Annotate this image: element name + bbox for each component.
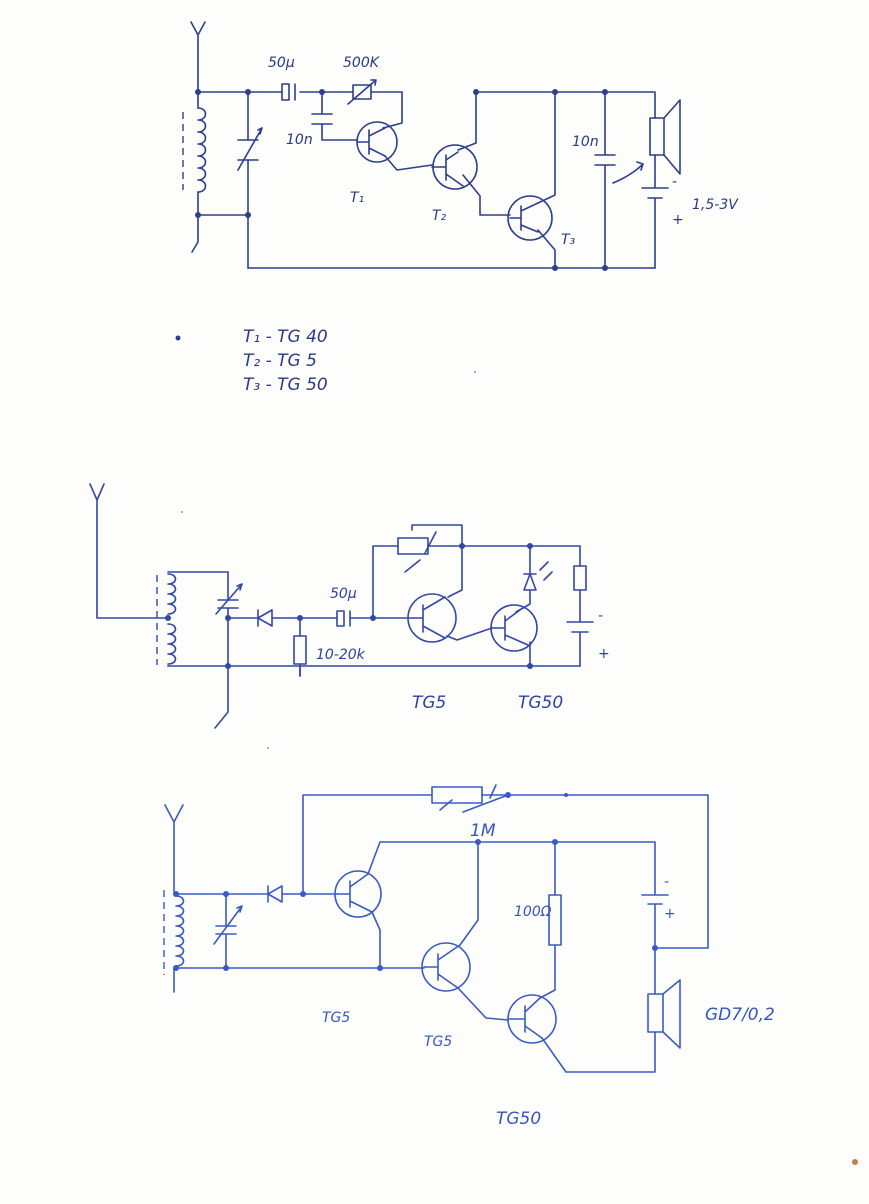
transistor-q3-c3 [507, 994, 557, 1044]
capacitor-50u [281, 83, 296, 101]
label-battery-minus: - [672, 174, 677, 190]
label-q1: TG5 [412, 693, 446, 713]
circuit-3-junctions [173, 792, 658, 971]
transistor-q2-c3 [421, 942, 471, 992]
circuit-1: 50µ 500K 10n 10n - + 1,5-3V T₁ T₂ T₃ T₁ … [175, 21, 739, 395]
label-cap-10n-a: 10n [286, 132, 313, 148]
circuit-1-wires [190, 21, 681, 269]
label-t1: T₁ [350, 190, 364, 206]
label-q3: TG50 [496, 1109, 541, 1129]
label-cap-50u: 50µ [330, 586, 357, 602]
label-plus: + [664, 906, 676, 922]
transistor-q2-c2 [490, 604, 538, 652]
circuit-2-junctions [165, 543, 533, 669]
label-minus: - [664, 874, 669, 890]
label-q1: TG5 [322, 1010, 350, 1026]
label-t2: T₂ [432, 208, 447, 224]
resistor-500k [347, 79, 377, 105]
transistor-t3 [507, 195, 553, 241]
parts-list-item: T₃ - TG 50 [243, 375, 328, 395]
label-cap-10n-b: 10n [572, 134, 599, 150]
circuit-3-wires [164, 784, 709, 1073]
paper-marks [181, 371, 858, 1165]
label-minus: - [598, 608, 603, 624]
circuit-2: 50µ 10-20k - + TG5 TG50 [89, 483, 610, 729]
bullet-dot [175, 335, 181, 341]
label-t3: T₃ [561, 232, 576, 248]
label-res-500k: 500K [343, 55, 381, 71]
label-battery-plus: + [672, 212, 684, 228]
parts-list-item: T₂ - TG 5 [243, 351, 317, 371]
label-res-100: 100Ω [514, 904, 552, 920]
label-res: 10-20k [316, 647, 366, 663]
transistor-q1-c2 [407, 593, 457, 643]
label-res-1m: 1M [470, 821, 496, 841]
circuit-2-wires [89, 483, 594, 729]
label-speaker: GD7/0,2 [705, 1005, 775, 1025]
label-battery-voltage: 1,5-3V [692, 197, 739, 213]
label-plus: + [598, 646, 610, 662]
transistor-q1-c3 [334, 870, 382, 918]
label-q2: TG50 [518, 693, 563, 713]
label-q2: TG5 [424, 1034, 452, 1050]
label-cap-50u: 50µ [268, 55, 295, 71]
transistor-t2 [431, 144, 478, 190]
parts-list-item: T₁ - TG 40 [243, 327, 328, 347]
parts-list: T₁ - TG 40 T₂ - TG 5 T₃ - TG 50 [243, 327, 328, 395]
transistor-t1 [356, 121, 398, 163]
circuit-1-junctions [195, 89, 608, 271]
circuit-3: 1M 100Ω - + GD7/0,2 TG5 TG5 TG50 [163, 784, 775, 1129]
